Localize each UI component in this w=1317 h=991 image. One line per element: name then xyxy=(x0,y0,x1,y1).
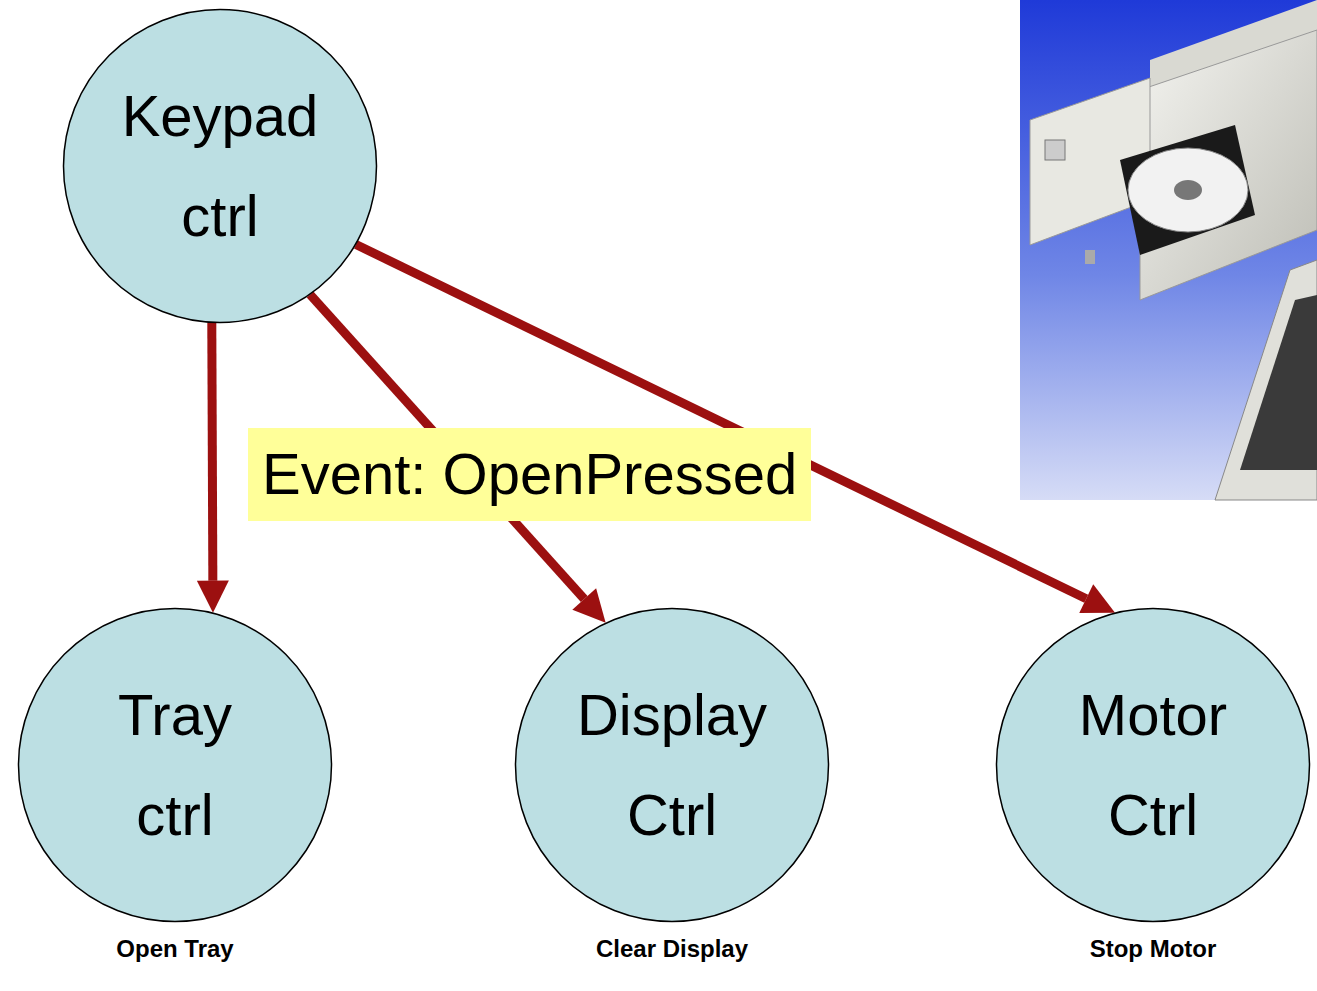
arrow-head xyxy=(1079,584,1115,613)
remote-control xyxy=(1215,260,1317,500)
event-label: Event: OpenPressed xyxy=(248,428,811,521)
disc xyxy=(1128,148,1248,232)
photo-ground xyxy=(1020,0,1317,500)
controller-circle: Keypad ctrl xyxy=(62,8,378,324)
remote-keys xyxy=(1240,295,1317,470)
circle-outline xyxy=(995,607,1311,923)
disc-logo xyxy=(1085,250,1095,264)
node-title: Motor Ctrl xyxy=(1079,665,1227,865)
node-title: Keypad ctrl xyxy=(122,66,319,266)
action-caption: Open Tray xyxy=(116,935,233,963)
action-caption: Clear Display xyxy=(596,935,748,963)
arrow-line xyxy=(212,323,213,581)
controller-circle: Display CtrlClear Display xyxy=(514,607,830,923)
arrow-line xyxy=(356,245,1086,599)
arrow-head xyxy=(572,588,605,622)
circle-outline xyxy=(17,607,333,923)
controller-circle: Tray ctrlOpen Tray xyxy=(17,607,333,923)
node-title: Tray ctrl xyxy=(118,665,232,865)
event-arrow xyxy=(197,323,229,613)
power-button xyxy=(1045,140,1065,160)
circle-outline xyxy=(62,8,378,324)
arrow-head xyxy=(197,581,229,613)
controller-circle: Motor CtrlStop Motor xyxy=(995,607,1311,923)
circle-outline xyxy=(514,607,830,923)
disc-hole xyxy=(1174,180,1202,200)
action-caption: Stop Motor xyxy=(1090,935,1217,963)
node-title: Display Ctrl xyxy=(577,665,767,865)
tray xyxy=(1120,125,1255,255)
